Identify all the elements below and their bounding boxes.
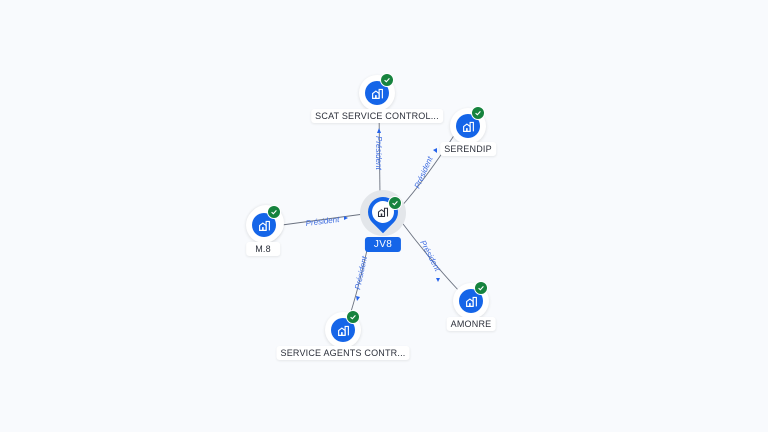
check-icon — [384, 78, 390, 83]
graph-node-center[interactable] — [360, 190, 406, 236]
verified-badge — [380, 73, 394, 87]
graph-node-amonre[interactable] — [453, 281, 489, 319]
edge-label: Président — [374, 136, 383, 171]
arrow-icon — [433, 148, 437, 153]
edge-amonre[interactable]: Président — [399, 219, 461, 293]
center-node-label[interactable]: JV8 — [364, 237, 402, 252]
graph-node-serendip[interactable] — [450, 106, 486, 144]
verified-badge — [471, 106, 485, 120]
node-label[interactable]: SERENDIP — [440, 142, 496, 156]
edge-label: Président — [305, 215, 340, 228]
node-label[interactable]: SCAT SERVICE CONTROL... — [311, 109, 443, 123]
verified-badge — [267, 205, 281, 219]
node-label[interactable]: M.8 — [246, 242, 280, 256]
building-icon — [371, 88, 383, 99]
building-icon — [377, 207, 389, 218]
verified-badge — [388, 196, 402, 210]
graph-node-m8[interactable] — [246, 205, 282, 243]
node-label[interactable]: AMONRE — [446, 317, 496, 331]
edge-service-agents[interactable]: Président — [348, 249, 369, 319]
building-icon — [462, 121, 474, 132]
building-icon — [258, 220, 270, 231]
check-icon — [475, 111, 481, 116]
verified-badge — [474, 281, 488, 295]
edge-m8[interactable]: Président — [281, 213, 365, 228]
building-icon — [337, 325, 349, 336]
arrow-icon — [377, 128, 381, 133]
edge-label: Président — [418, 239, 442, 274]
building-icon — [465, 296, 477, 307]
verified-badge — [346, 310, 360, 324]
edge-label: Président — [413, 155, 435, 190]
node-label[interactable]: SERVICE AGENTS CONTR... — [276, 346, 410, 360]
check-icon — [271, 210, 277, 215]
check-icon — [392, 201, 398, 206]
check-icon — [350, 315, 356, 320]
edge-label: Président — [353, 255, 369, 291]
check-icon — [478, 286, 484, 291]
node-circle — [331, 318, 355, 342]
arrow-icon — [344, 216, 348, 220]
arrow-icon — [356, 296, 360, 301]
graph-node-scat[interactable] — [359, 73, 395, 111]
graph-node-service-agents[interactable] — [325, 310, 361, 348]
arrow-icon — [436, 278, 440, 282]
